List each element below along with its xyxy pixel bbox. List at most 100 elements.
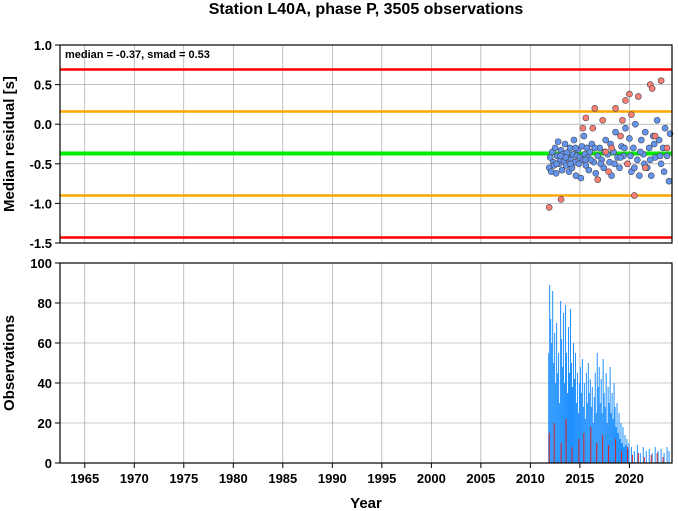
residual-point (655, 136, 663, 144)
observation-bar (593, 397, 595, 463)
observation-bar (549, 285, 551, 463)
observation-bar (591, 387, 593, 463)
residual-point (656, 152, 664, 160)
residual-point (566, 144, 574, 152)
residual-point (557, 152, 564, 160)
residual-point (616, 164, 623, 172)
observation-bar (618, 413, 620, 463)
observation-bar (569, 373, 571, 463)
residual-point (622, 124, 629, 132)
observation-bar (561, 339, 563, 463)
observation-bar (663, 453, 665, 463)
residual-point (641, 128, 649, 136)
chart-title: Station L40A, phase P, 3505 observations (209, 1, 524, 18)
residual-point (582, 114, 590, 122)
observation-bar (614, 407, 616, 463)
residual-point (631, 192, 638, 199)
observation-bar (637, 453, 639, 463)
observation-bar (553, 363, 555, 463)
residual-point (651, 132, 659, 140)
residual-point (632, 120, 639, 128)
x-tick-label: 1965 (70, 471, 99, 486)
observation-bar (594, 373, 596, 463)
residual-point (558, 166, 566, 174)
residual-frame (59, 44, 673, 244)
residual-point (580, 132, 588, 140)
observation-bar (596, 443, 598, 463)
residual-point (599, 116, 606, 124)
observation-bar (610, 413, 612, 463)
observation-bar (621, 451, 622, 463)
residual-y-tick-label: -0.5 (30, 157, 52, 172)
observation-bar (560, 443, 562, 463)
residual-point (647, 172, 655, 179)
observation-bar (608, 445, 610, 463)
residual-point (657, 160, 665, 168)
observation-bar (623, 447, 625, 463)
observations-y-axis-label: Observations (1, 315, 18, 411)
residual-point (591, 105, 599, 112)
observation-bar (551, 343, 553, 463)
observation-bar (611, 393, 613, 463)
observation-bar (600, 379, 602, 463)
residual-point (626, 135, 633, 142)
observation-bar (660, 449, 662, 463)
residual-point (611, 160, 618, 168)
observation-bar (639, 453, 641, 463)
residual-point (553, 160, 560, 168)
observation-bar (598, 367, 600, 463)
observation-bar (584, 419, 586, 463)
residual-point (554, 138, 562, 145)
observation-bar (588, 393, 590, 463)
observation-bar (550, 319, 552, 463)
residual-point (657, 77, 665, 84)
x-tick-label: 1990 (318, 471, 347, 486)
residual-point (551, 144, 559, 152)
median-annotation: median = -0.37, smad = 0.53 (65, 49, 210, 61)
observation-bar (556, 323, 558, 463)
observation-bar (636, 445, 638, 463)
observation-bar (559, 403, 561, 463)
residual-y-tick-label: 0.5 (34, 78, 52, 93)
residual-point (572, 144, 579, 152)
observation-bar (662, 457, 664, 463)
residual-point (594, 152, 602, 160)
observation-bar (571, 387, 573, 463)
residual-y-tick-label: -1.5 (30, 236, 52, 251)
x-tick-label: 1980 (219, 471, 248, 486)
residual-point (638, 136, 645, 144)
observation-bar (651, 453, 653, 463)
residual-point (641, 164, 649, 172)
observation-bar (565, 419, 567, 463)
observation-bar (668, 451, 670, 463)
residual-point (646, 156, 654, 164)
observation-bar (633, 451, 635, 463)
observation-bar (605, 373, 607, 463)
observation-bar (608, 403, 610, 463)
observation-bar (578, 383, 580, 463)
observation-bar (631, 455, 633, 463)
observation-bar (585, 373, 587, 463)
observation-bar (548, 433, 550, 463)
observation-bar (619, 439, 621, 463)
residual-y-ticks: 1.00.50.0-0.5-1.0-1.5 (30, 38, 60, 251)
residual-point (597, 160, 604, 168)
residual-point (631, 164, 638, 172)
residual-point (636, 172, 643, 179)
observations-y-tick-label: 60 (38, 336, 52, 351)
observation-bar (579, 367, 581, 463)
residual-point (602, 148, 609, 156)
observation-bar (616, 403, 618, 463)
observation-bar (625, 445, 627, 463)
residual-point (552, 170, 560, 177)
residual-point (582, 156, 589, 164)
residual-point (577, 174, 585, 182)
x-axis-label: Year (350, 495, 382, 511)
residual-reference-lines (60, 68, 672, 239)
observation-bar (576, 373, 578, 463)
x-tick-label: 2010 (516, 471, 545, 486)
observation-bar (554, 333, 556, 463)
residual-point (627, 152, 634, 160)
